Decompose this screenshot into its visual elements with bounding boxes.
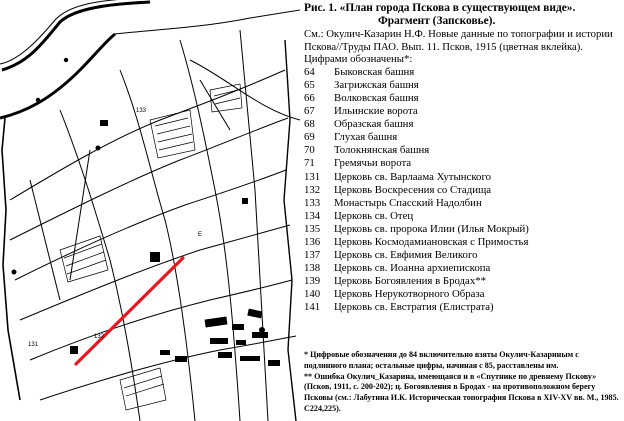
- road-right: [283, 39, 297, 421]
- fortress-wall: [1, 0, 151, 72]
- legend-number: 141: [304, 301, 321, 314]
- legend-label: Церковь Космодамиановская с Примостья: [334, 236, 529, 248]
- legend-label: Церковь Богоявления в Бродах**: [334, 275, 487, 288]
- map-labels: 133 E 137 132 131: [28, 108, 225, 348]
- legend-label: Волковская башня: [334, 91, 419, 104]
- legend-label: Загрижская башня: [334, 78, 419, 91]
- legend-item: 133 Монастырь Спасский Надолбин: [304, 197, 620, 210]
- legend-item: 66 Волковская башня: [304, 92, 620, 105]
- legend-number: 133: [304, 196, 321, 209]
- legend-item: 131 Церковь св. Варлаама Хутынского: [304, 171, 620, 184]
- map-label-133: 133: [136, 108, 147, 114]
- legend-label: Церковь св. Иоанна архиепископа: [334, 262, 491, 275]
- legend-label: Церковь св. Отец: [334, 209, 414, 222]
- legend-item: 139 Церковь Богоявления в Бродах**: [304, 275, 620, 288]
- legend-label: Церковь св. Варлаама Хутынского: [334, 170, 492, 183]
- legend-number: 140: [304, 288, 321, 301]
- legend-number: 71: [304, 157, 315, 170]
- legend-label: Церковь св. Евстратия (Елистрата): [334, 301, 494, 314]
- footnote-2: ** Ошибка Окулич_Казарина, имеющаяся и в…: [304, 371, 619, 413]
- legend-item: 138 Церковь св. Иоанна архиепископа: [304, 262, 620, 275]
- figure-subtitle: Фрагмент (Запсковье).: [378, 15, 496, 27]
- legend-item: 135 Церковь св. пророка Илии (Илья Мокрый…: [304, 223, 620, 236]
- legend-item: 132 Церковь Воскресения со Стадища: [304, 184, 620, 197]
- legend-number: 70: [304, 144, 315, 157]
- footnotes: * Цифровые обозначения до 84 включительн…: [304, 350, 620, 415]
- legend-item: 65 Загрижская башня: [304, 79, 620, 92]
- legend-list: 64 Быковская башня 65 Загрижская башня 66 В…: [304, 66, 620, 315]
- road-north: [114, 9, 300, 35]
- legend-number: 135: [304, 222, 321, 235]
- legend-item: 71 Гремячьи ворота: [304, 157, 620, 170]
- legend-number: 139: [304, 275, 321, 288]
- legend-label: Монастырь Спасский Надолбин: [334, 196, 482, 209]
- wall-left-edge: [1, 117, 21, 401]
- legend-label: Церковь Воскресения со Стадища: [334, 183, 492, 196]
- legend-number: 132: [304, 183, 321, 196]
- map-label-132: 132: [94, 334, 105, 340]
- legend-number: 131: [304, 170, 321, 183]
- legend-label: Церковь св. Евфимия Великого: [334, 249, 478, 262]
- legend-item: 67 Ильинские ворота: [304, 105, 620, 118]
- map-label-e: E: [198, 232, 202, 238]
- legend-number: 66: [304, 91, 315, 104]
- legend-item: 64 Быковская башня: [304, 66, 620, 79]
- map-label-131: 131: [28, 342, 39, 348]
- source-citation: См.: Окулич-Казарин Н.Ф. Новые данные по…: [304, 28, 613, 53]
- caption-panel: Рис. 1. «План города Пскова в существующ…: [304, 2, 620, 418]
- legend-number: 67: [304, 105, 315, 118]
- legend-number: 69: [304, 131, 315, 144]
- legend-number: 64: [304, 65, 315, 78]
- legend-label: Толокнянская башня: [334, 144, 430, 157]
- legend-item: 70 Толокнянская башня: [304, 144, 620, 157]
- legend-label: Ильинские ворота: [334, 105, 418, 118]
- legend-header: Цифрами обозначены*:: [304, 53, 413, 66]
- legend-label: Гремячьи ворота: [334, 157, 412, 170]
- city-plan-map: 133 E 137 132 131: [0, 0, 300, 421]
- highlight-line: [74, 256, 185, 366]
- figure-title: Рис. 1. «План города Пскова в существующ…: [304, 2, 576, 14]
- wall-lower-segment: [0, 32, 116, 120]
- legend-number: 137: [304, 249, 321, 262]
- legend-item: 68 Образская башня: [304, 118, 620, 131]
- footnote-1: * Цифровые обозначения до 84 включительн…: [304, 350, 579, 370]
- legend-number: 134: [304, 209, 321, 222]
- hatched-areas: [59, 83, 243, 411]
- road-east: [189, 59, 300, 121]
- map-drawing: 133 E 137 132 131: [0, 0, 300, 421]
- legend-item: 137 Церковь св. Евфимия Великого: [304, 249, 620, 262]
- legend-item: 136 Церковь Космодамиановская с Примостья: [304, 236, 620, 249]
- buildings: [70, 120, 280, 366]
- legend-item: 69 Глухая башня: [304, 131, 620, 144]
- legend-number: 138: [304, 262, 321, 275]
- legend-number: 68: [304, 118, 315, 131]
- legend-item: 140 Церковь Нерукотворного Образа: [304, 288, 620, 301]
- legend-number: 65: [304, 78, 315, 91]
- legend-number: 136: [304, 236, 321, 248]
- fortress-wall-inner: [0, 0, 118, 65]
- tower-markers: [11, 57, 265, 333]
- legend-label: Образская башня: [334, 118, 414, 131]
- legend-label: Церковь св. пророка Илии (Илья Мокрый): [334, 222, 529, 235]
- legend-label: Быковская башня: [334, 65, 415, 78]
- legend-label: Церковь Нерукотворного Образа: [334, 288, 485, 301]
- street-grid: [9, 29, 297, 421]
- legend-item: 134 Церковь св. Отец: [304, 210, 620, 223]
- map-label-137: 137: [214, 320, 225, 326]
- legend-label: Глухая башня: [334, 131, 398, 144]
- legend-item: 141 Церковь св. Евстратия (Елистрата): [304, 301, 620, 314]
